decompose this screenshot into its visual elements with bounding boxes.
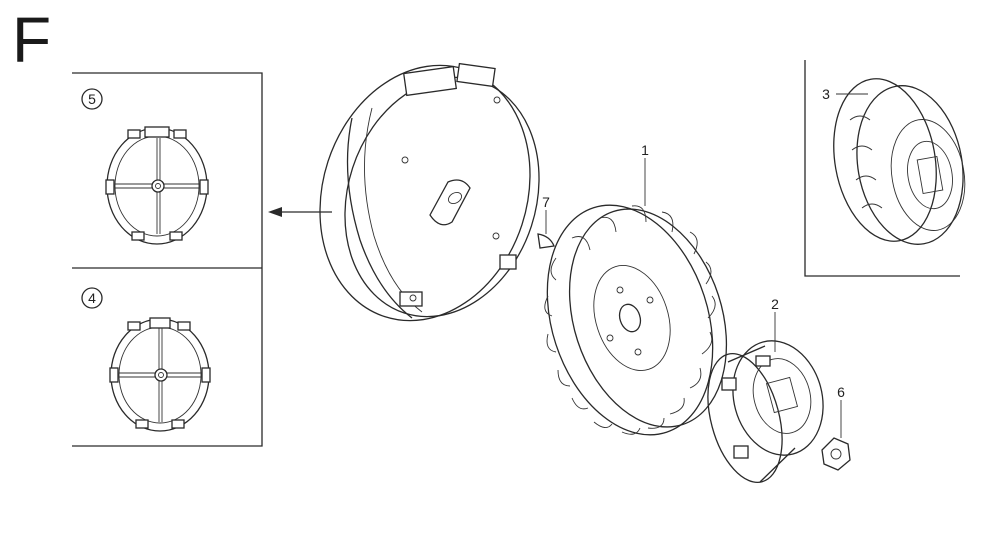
cover-5-drawing: [105, 126, 209, 245]
callout-2: 2: [771, 296, 779, 352]
part-3-drawing: [833, 78, 966, 245]
woodruff-key: [537, 233, 555, 249]
flange-nut: [821, 437, 851, 471]
inset-label-circle-4: [81, 287, 103, 309]
inset-label-4: 4: [88, 290, 96, 306]
inset-frame: [72, 72, 263, 447]
cover-4-drawing: [109, 317, 211, 432]
right-inset: [804, 60, 966, 277]
flywheel: [544, 204, 728, 436]
pointer-arrow: [268, 207, 332, 217]
inset-label-circle-5: [81, 88, 103, 110]
section-letter: F: [12, 4, 52, 76]
callout-6: 6: [837, 384, 845, 438]
inset-item-5: 5: [81, 88, 209, 245]
callout-7: 7: [542, 194, 550, 234]
inset-item-4: 4: [81, 287, 211, 432]
callout-1-label: 1: [641, 142, 649, 158]
callout-3-label: 3: [822, 86, 830, 102]
callout-1: 1: [641, 142, 649, 206]
right-inset-frame: [804, 60, 960, 277]
callout-3: 3: [822, 86, 868, 102]
callout-6-label: 6: [837, 384, 845, 400]
callout-2-label: 2: [771, 296, 779, 312]
flywheel-cover: [319, 62, 540, 322]
inset-label-5: 5: [88, 91, 96, 107]
starter-cup: [707, 340, 824, 484]
callout-7-label: 7: [542, 194, 550, 210]
inset-panel: [72, 72, 263, 447]
